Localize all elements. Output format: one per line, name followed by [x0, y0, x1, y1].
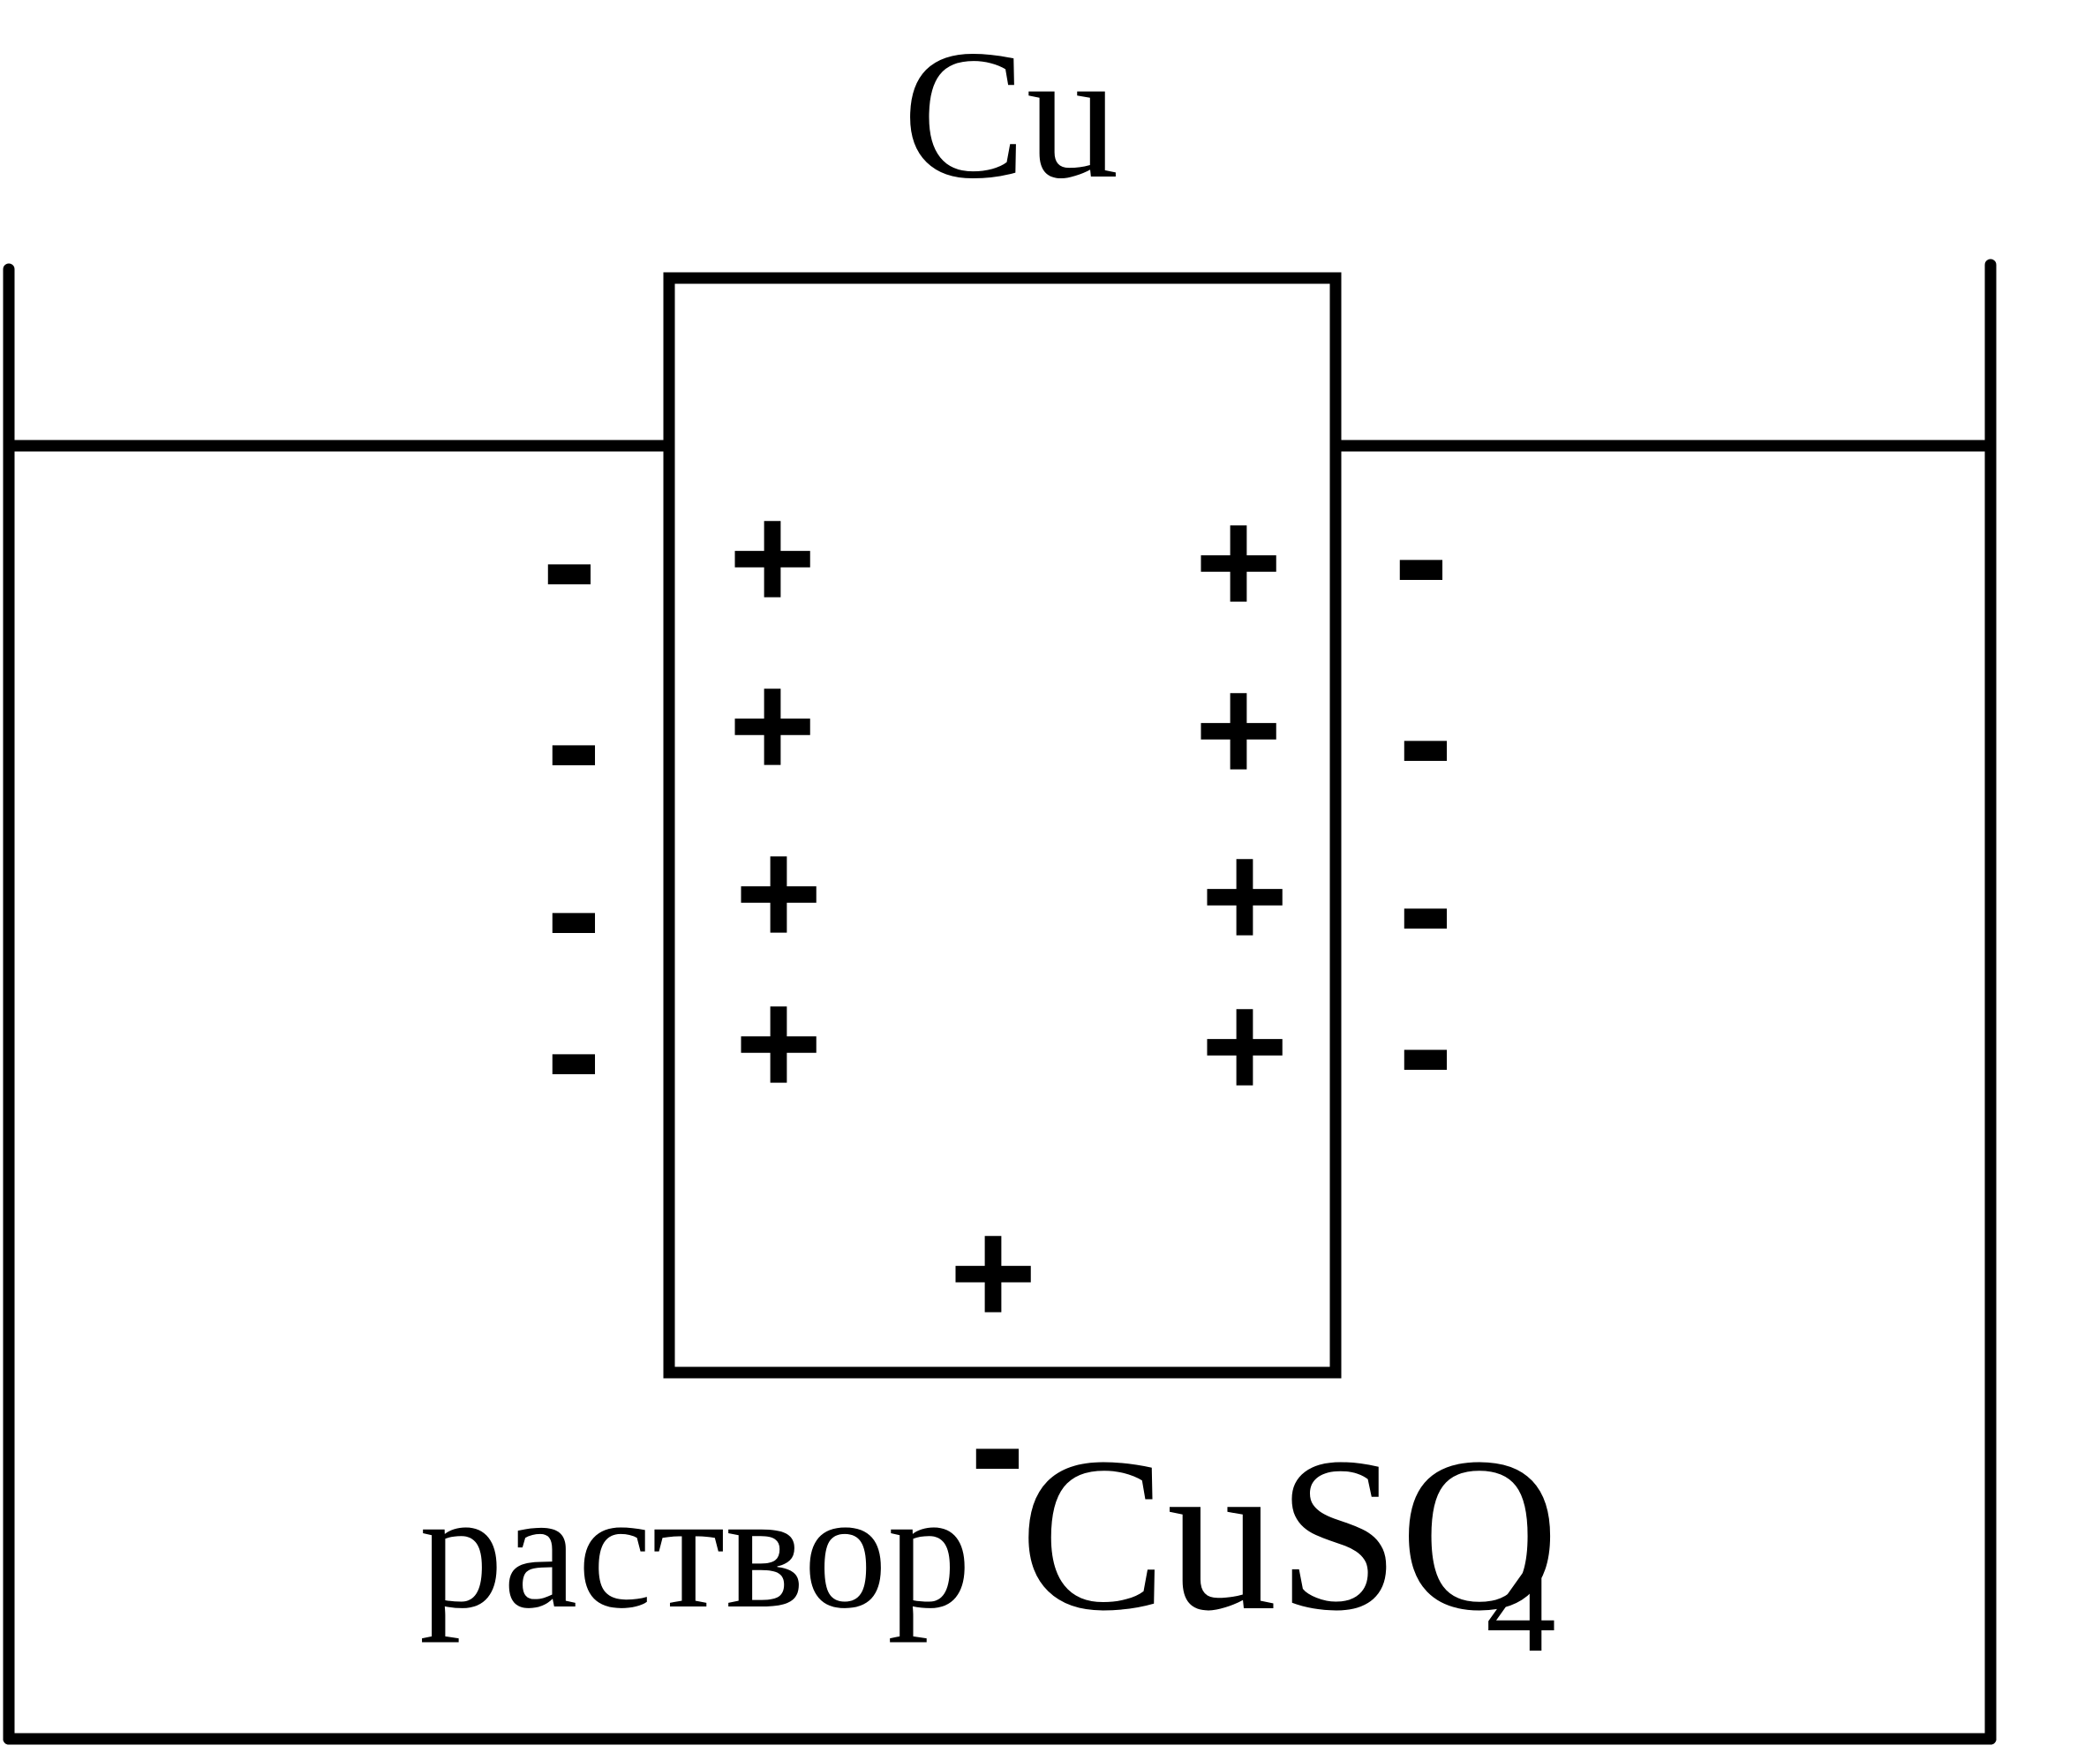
- positive-charge: +: [728, 642, 816, 809]
- positive-charge: +: [1194, 646, 1282, 814]
- positive-charge-bottom: +: [949, 1189, 1036, 1357]
- positive-charge: +: [734, 809, 822, 977]
- negative-charge: -: [541, 467, 597, 654]
- negative-charge: -: [1393, 463, 1449, 650]
- positive-charges-right: + + + +: [1194, 478, 1288, 1130]
- negative-charges-left: - - - -: [541, 467, 601, 1144]
- copper-electrode: [663, 272, 1342, 1379]
- negative-charge: -: [1397, 643, 1453, 831]
- positive-charge: +: [734, 959, 822, 1127]
- solution-formula-subscript: 4: [1486, 1524, 1556, 1682]
- negative-charge-bottom: -: [969, 1351, 1025, 1539]
- negative-charges-right: - - - -: [1393, 463, 1453, 1140]
- negative-charge: -: [546, 816, 601, 1003]
- positive-charge: +: [1201, 962, 1288, 1130]
- electrode-label: Cu: [902, 12, 1118, 217]
- positive-charge: +: [728, 474, 816, 642]
- positive-charge: +: [1201, 812, 1288, 980]
- vessel: [3, 259, 1997, 1745]
- negative-charge: -: [546, 957, 601, 1144]
- positive-charges-left: + + + +: [728, 474, 822, 1127]
- negative-charge: -: [1397, 811, 1453, 998]
- solution-word: раствор: [419, 1458, 971, 1644]
- negative-charge: -: [1397, 952, 1453, 1140]
- positive-charge: +: [1194, 478, 1282, 646]
- negative-charge: -: [546, 648, 601, 835]
- solution-formula: CuSO: [1020, 1412, 1559, 1657]
